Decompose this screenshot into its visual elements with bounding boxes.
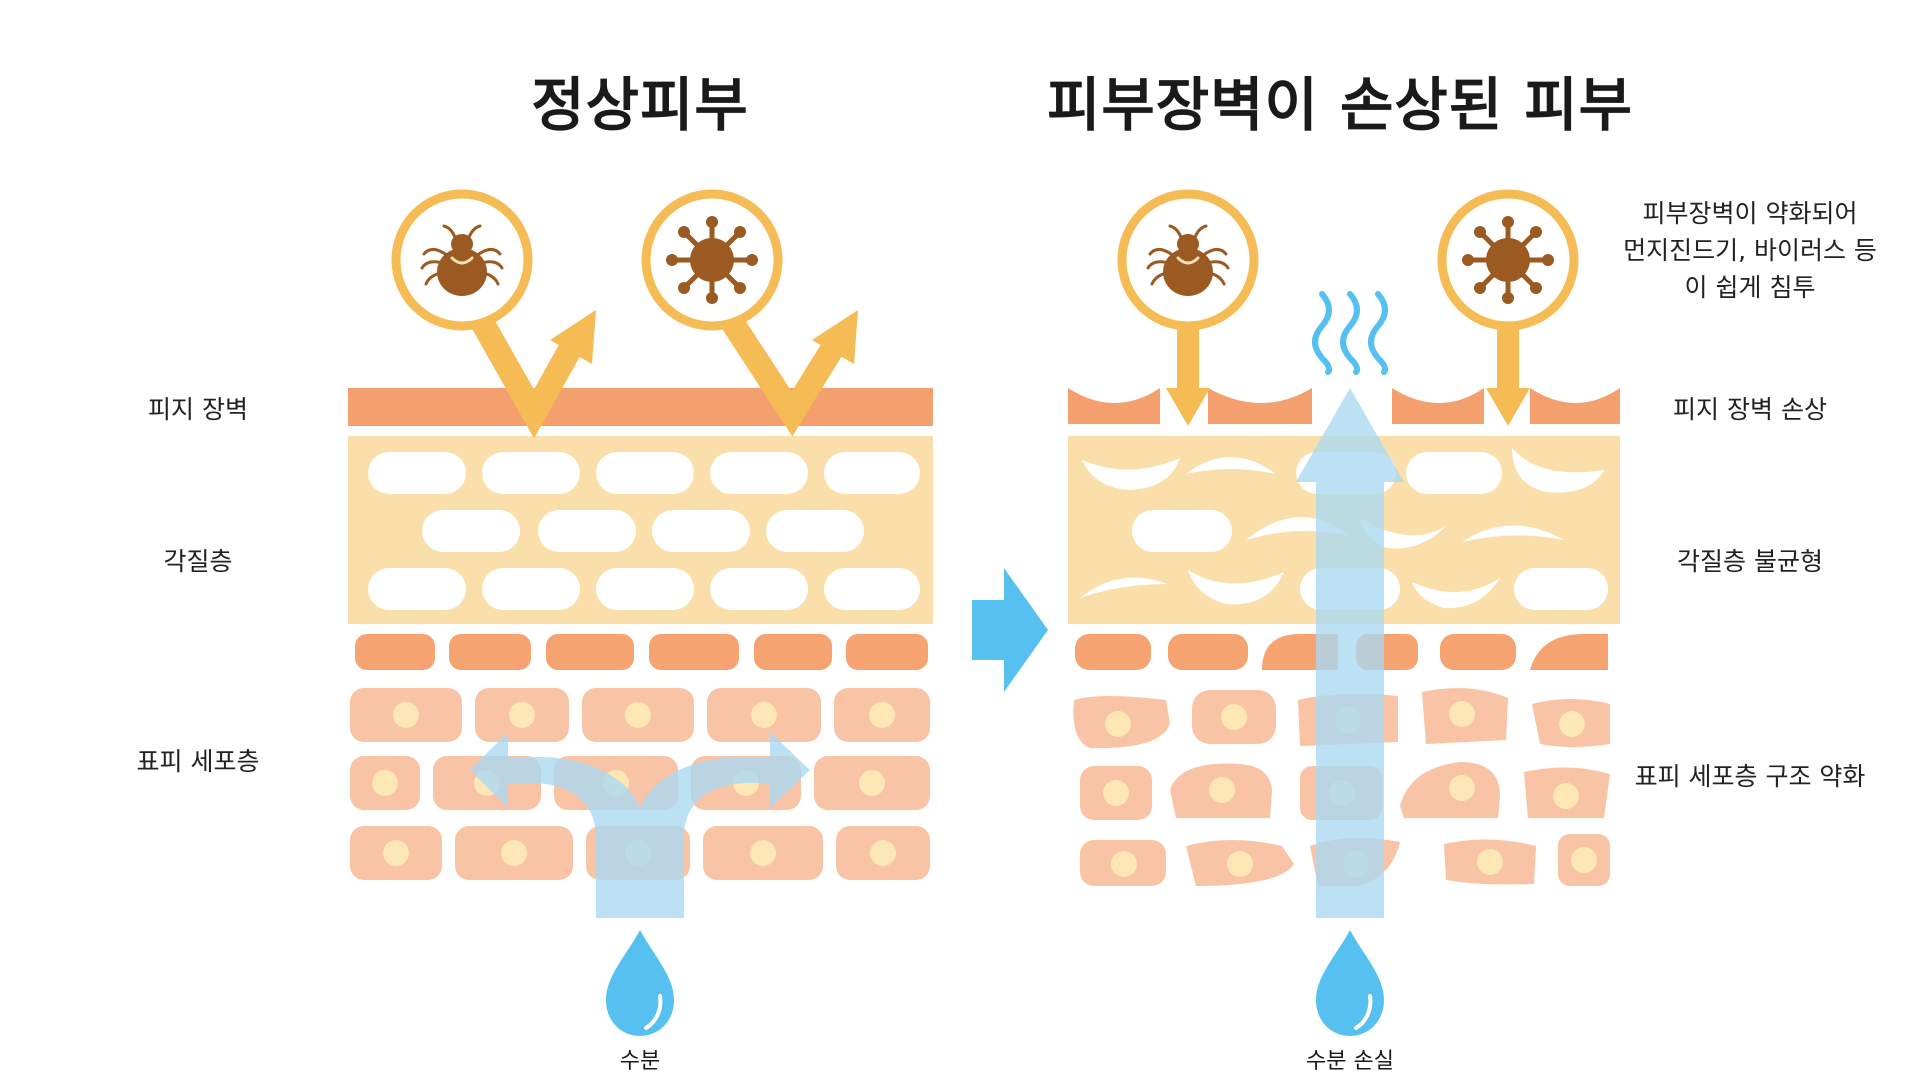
right-penetrate-arrows	[1166, 322, 1530, 426]
left-epidermal-cells	[350, 688, 930, 880]
left-corneocytes	[368, 452, 920, 610]
left-panel-title: 정상피부	[531, 71, 749, 139]
label-epidermis-weakened: 표피 세포층 구조 약화	[1634, 762, 1866, 791]
right-water-drop-icon	[1314, 928, 1386, 1038]
left-skin	[348, 189, 933, 1038]
label-epidermis: 표피 세포층	[136, 747, 260, 776]
label-sebum-barrier: 피지 장벽	[148, 395, 248, 424]
right-sebum-barrier-damaged	[1068, 388, 1620, 424]
note-line-2: 먼지진드기, 바이러스 등	[1623, 236, 1877, 265]
label-sebum-barrier-damaged: 피지 장벽 손상	[1673, 395, 1827, 424]
note-line-3: 이 쉽게 침투	[1684, 273, 1816, 302]
note-line-1: 피부장벽이 약화되어	[1642, 199, 1858, 228]
right-skin	[1068, 189, 1620, 1038]
left-deflect-arrows	[471, 315, 845, 439]
right-panel-note: 피부장벽이 약화되어 먼지진드기, 바이러스 등 이 쉽게 침투	[1600, 195, 1900, 306]
right-granular-cells	[1075, 634, 1608, 670]
right-mite-icon	[1117, 189, 1259, 331]
vapor-icon	[1312, 291, 1389, 375]
left-water-drop-icon	[604, 928, 676, 1038]
left-sebum-barrier	[348, 388, 933, 426]
label-stratum-corneum: 각질층	[163, 547, 233, 576]
left-virus-icon	[641, 189, 783, 331]
left-water-flow	[470, 732, 810, 918]
label-water-loss: 수분 손실	[1306, 1049, 1394, 1074]
label-stratum-imbalance: 각질층 불균형	[1677, 547, 1823, 576]
left-mite-icon	[391, 189, 533, 331]
right-virus-icon	[1437, 189, 1579, 331]
right-water-loss-flow	[1296, 388, 1404, 918]
deflect-arrowhead-2	[812, 310, 858, 364]
deflect-arrowhead-1	[550, 310, 596, 364]
left-granular-cells	[355, 634, 928, 670]
right-panel-title: 피부장벽이 손상된 피부	[1047, 71, 1633, 139]
label-water: 수분	[619, 1049, 661, 1074]
transition-arrow-icon	[972, 568, 1048, 692]
